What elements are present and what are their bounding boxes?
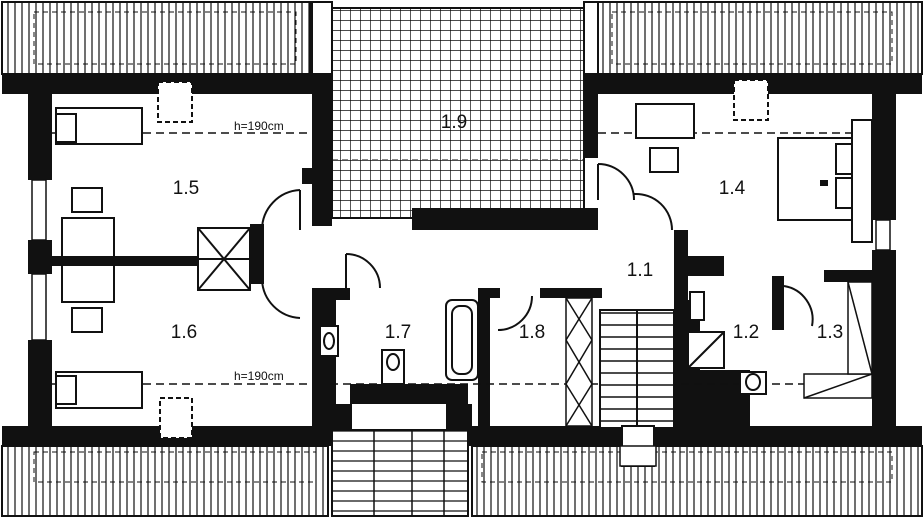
height-note-top: h=190cm	[234, 119, 284, 133]
room-label-1-3: 1.3	[817, 322, 843, 343]
room-label-1-2: 1.2	[733, 322, 759, 343]
roof-bottom-left	[1, 445, 329, 517]
furniture-room-1-5	[55, 81, 193, 259]
furniture-room-1-4	[635, 79, 873, 243]
roof-top-right	[597, 1, 923, 75]
shaft-box	[197, 227, 251, 291]
staircase	[599, 309, 675, 467]
wardrobes	[565, 281, 873, 427]
grid-area-1-9	[331, 7, 585, 219]
furniture-room-1-6	[55, 261, 193, 439]
room-label-1-6: 1.6	[171, 322, 197, 343]
room-label-1-9: 1.9	[441, 112, 467, 133]
doors	[260, 163, 814, 331]
entrance-steps	[331, 429, 469, 517]
bathroom-fixtures	[319, 291, 767, 395]
windows	[31, 179, 891, 341]
room-label-1-7: 1.7	[385, 322, 411, 343]
room-label-1-5: 1.5	[173, 178, 199, 199]
roof-bottom-right	[471, 445, 923, 517]
height-note-bottom: h=190cm	[234, 369, 284, 383]
room-label-1-1: 1.1	[627, 260, 653, 281]
room-label-1-8: 1.8	[519, 322, 545, 343]
room-label-1-4: 1.4	[719, 178, 746, 199]
outer-walls	[2, 74, 922, 446]
desk-divider	[52, 256, 252, 266]
roof-top-left	[1, 1, 311, 75]
